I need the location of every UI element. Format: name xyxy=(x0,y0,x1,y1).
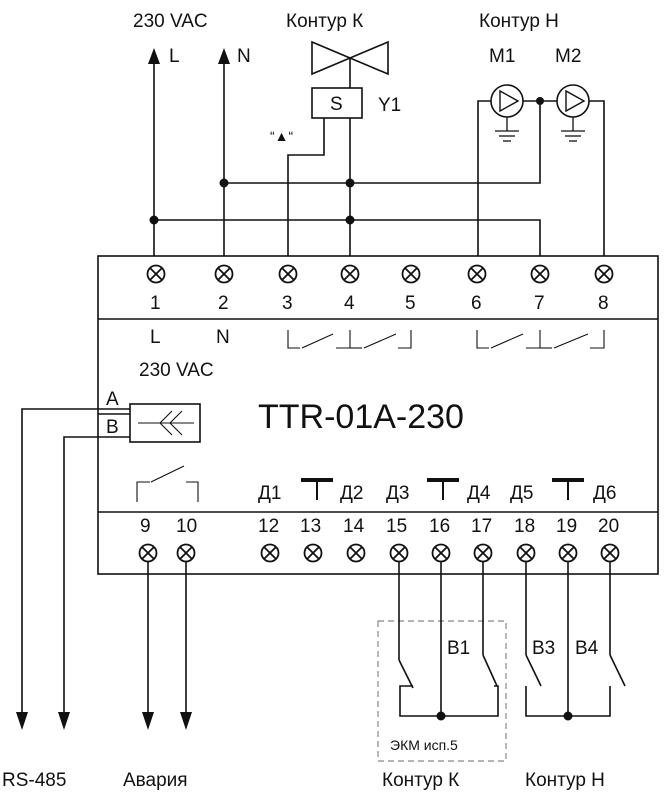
pump-m2-icon xyxy=(556,84,590,118)
rs485-label: RS-485 xyxy=(2,770,66,791)
terminal-label: 6 xyxy=(471,293,482,314)
solenoid-box xyxy=(311,87,363,119)
pump-m1-label: M1 xyxy=(489,46,515,67)
line-l-label: L xyxy=(169,46,180,67)
terminal-16[interactable] xyxy=(431,543,451,563)
input-label: Д3 xyxy=(386,483,409,504)
arrow-note: “▲“ xyxy=(270,128,294,144)
circuit-k-bottom-label: Контур К xyxy=(382,770,459,791)
supply-title: 230 VAC xyxy=(133,11,208,32)
line-n-arrow-icon xyxy=(218,48,230,64)
terminal-9[interactable] xyxy=(138,543,158,563)
terminal-label: 19 xyxy=(556,516,577,537)
ekm-switch-icon xyxy=(398,562,499,717)
rs485-a-arrow-icon xyxy=(16,712,28,730)
alarm-arrow-icon xyxy=(180,712,192,730)
input-label: Д4 xyxy=(467,483,491,504)
terminal-5[interactable] xyxy=(401,264,421,284)
sensor-b1-label: B1 xyxy=(447,638,470,659)
sensor-b4-label: B4 xyxy=(575,638,599,659)
terminal-10[interactable] xyxy=(176,543,196,563)
common-symbol-icon xyxy=(427,478,459,500)
circuit-h-title: Контур Н xyxy=(479,11,559,32)
terminal-label: 10 xyxy=(176,516,197,537)
relay-h-contacts-icon xyxy=(476,330,605,349)
alarm-relay-contact-icon xyxy=(136,465,199,502)
solenoid-label: S xyxy=(330,94,343,115)
relay-k-contacts-icon xyxy=(287,330,412,349)
terminal-8[interactable] xyxy=(594,264,614,284)
input-label: Д6 xyxy=(593,483,616,504)
circuit-h-bottom-label: Контур Н xyxy=(525,770,605,791)
terminal-label: 17 xyxy=(471,516,492,537)
terminal-label: 18 xyxy=(514,516,535,537)
terminal-label: 5 xyxy=(405,293,416,314)
terminal-4[interactable] xyxy=(340,264,360,284)
terminal-label: 8 xyxy=(598,293,609,314)
power-supply-label: 230 VAC xyxy=(139,360,214,381)
input-label: Д1 xyxy=(258,483,281,504)
terminal-7[interactable] xyxy=(530,264,550,284)
terminal-1[interactable] xyxy=(146,264,166,284)
terminal-label: 14 xyxy=(343,516,365,537)
terminal-15[interactable] xyxy=(389,543,409,563)
terminal-label: 7 xyxy=(534,293,545,314)
terminal-label: 2 xyxy=(218,293,229,314)
ground-m2-icon xyxy=(560,116,586,142)
terminal-6[interactable] xyxy=(467,264,487,284)
terminal-label: 4 xyxy=(344,293,355,314)
common-symbol-icon xyxy=(552,478,584,500)
rs485-b-arrow-icon xyxy=(58,712,70,730)
terminal-19[interactable] xyxy=(558,543,578,563)
terminal-label: 3 xyxy=(282,293,293,314)
terminal-label: 12 xyxy=(258,516,279,537)
line-n-label: N xyxy=(237,46,251,67)
alarm-label: Авария xyxy=(123,770,188,791)
power-l-label: L xyxy=(150,327,161,348)
terminal-label: 20 xyxy=(598,516,619,537)
model-name: TTR-01A-230 xyxy=(258,398,464,436)
terminal-label: 9 xyxy=(140,516,151,537)
valve-icon xyxy=(311,40,389,88)
terminal-label: 15 xyxy=(386,516,407,537)
ekm-label: ЭКМ исп.5 xyxy=(390,737,458,753)
terminal-14[interactable] xyxy=(346,543,366,563)
ekm-dashed-box xyxy=(377,620,507,762)
input-label: Д5 xyxy=(510,483,533,504)
ground-m1-icon xyxy=(494,116,520,142)
terminal-2[interactable] xyxy=(214,264,234,284)
pump-m2-label: M2 xyxy=(555,46,581,67)
terminal-17[interactable] xyxy=(473,543,493,563)
terminal-label: 16 xyxy=(429,516,450,537)
alarm-arrow-icon xyxy=(142,712,154,730)
line-l-arrow-icon xyxy=(148,48,160,64)
circuit-k-title: Контур К xyxy=(286,11,363,32)
sensor-b3-label: B3 xyxy=(532,638,555,659)
valve-y1-label: Y1 xyxy=(378,95,401,116)
common-symbol-icon xyxy=(301,478,333,500)
terminal-label: 13 xyxy=(300,516,321,537)
pump-m1-icon xyxy=(490,84,524,118)
terminal-18[interactable] xyxy=(516,543,536,563)
input-label: Д2 xyxy=(340,483,363,504)
terminal-label: 1 xyxy=(150,293,161,314)
terminal-3[interactable] xyxy=(278,264,298,284)
rs485-a-label: A xyxy=(106,389,119,410)
terminal-13[interactable] xyxy=(303,543,323,563)
terminal-20[interactable] xyxy=(600,543,620,563)
rs485-b-label: B xyxy=(106,417,119,438)
power-n-label: N xyxy=(216,327,230,348)
rs485-interface-icon xyxy=(138,410,194,436)
terminal-12[interactable] xyxy=(260,543,280,563)
